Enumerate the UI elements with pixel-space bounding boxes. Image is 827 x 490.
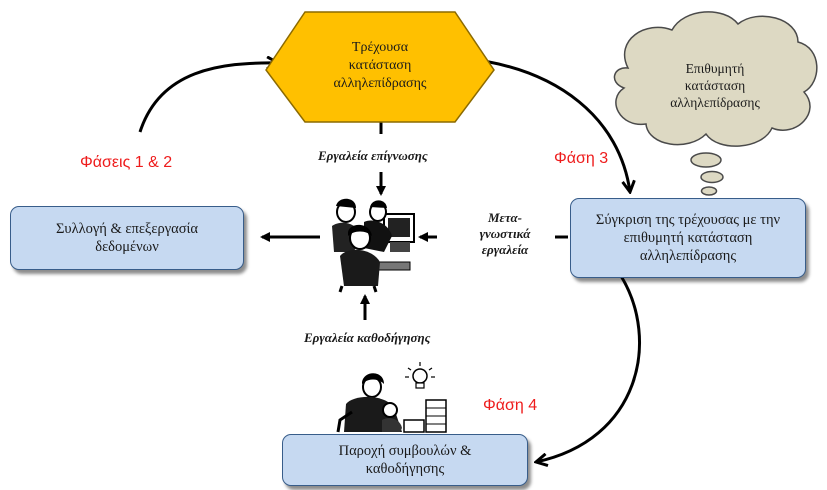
current-state-label: Τρέχουσα κατάσταση αλληλεπίδρασης [290,39,470,93]
collect-data-box: Συλλογή & επεξεργασία δεδομένων [10,206,244,270]
people-at-computer-icon [332,198,415,293]
guidance-tools-label: Εργαλεία καθοδήγησης [304,330,431,345]
metacognitive-tools-label: Μετα- γνωστικά εργαλεία [470,210,540,258]
compare-line1: Σύγκριση της τρέχουσας με την [595,212,781,228]
collect-line2: δεδομένων [95,239,159,255]
current-state-hexagon [265,11,495,123]
teacher-with-children-icon [336,373,447,433]
current-state-line3: αλληλεπίδρασης [333,76,427,91]
meta-line2: γνωστικά [479,226,531,241]
current-state-line1: Τρέχουσα [351,40,409,55]
desired-state-line3: αλληλεπίδρασης [670,95,760,110]
advice-line2: καθοδήγησης [365,461,445,477]
meta-line1: Μετα- [488,210,522,225]
collect-line1: Συλλογή & επεξεργασία [55,221,199,237]
curve-current-to-compare [461,56,630,192]
meta-line3: εργαλεία [481,242,529,257]
curve-collect-to-current [138,63,278,133]
diagnosis-tools-label: Εργαλεία επίγνωσης [318,148,428,163]
curve-compare-to-advice [536,275,641,462]
desired-state-line2: κατάσταση [684,78,746,93]
advice-guidance-box: Παροχή συμβουλών & καθοδήγησης [282,434,528,486]
phase-4-label: Φάση 4 [483,397,538,414]
lightbulb-icon [405,362,435,389]
advice-line1: Παροχή συμβουλών & [338,443,472,459]
current-state-line2: κατάσταση [348,58,412,73]
desired-state-cloud [613,11,818,196]
desired-state-line1: Επιθυμητή [685,61,745,76]
phase-1-2-label: Φάσεις 1 & 2 [80,154,173,171]
compare-line3: αλληλεπίδρασης [639,248,737,264]
phase-3-label: Φάση 3 [554,150,609,167]
compare-line2: επιθυμητή κατάσταση [623,230,753,246]
compare-states-box: Σύγκριση της τρέχουσας με την επιθυμητή … [570,198,806,278]
desired-state-label: Επιθυμητή κατάσταση αλληλεπίδρασης [640,60,790,111]
